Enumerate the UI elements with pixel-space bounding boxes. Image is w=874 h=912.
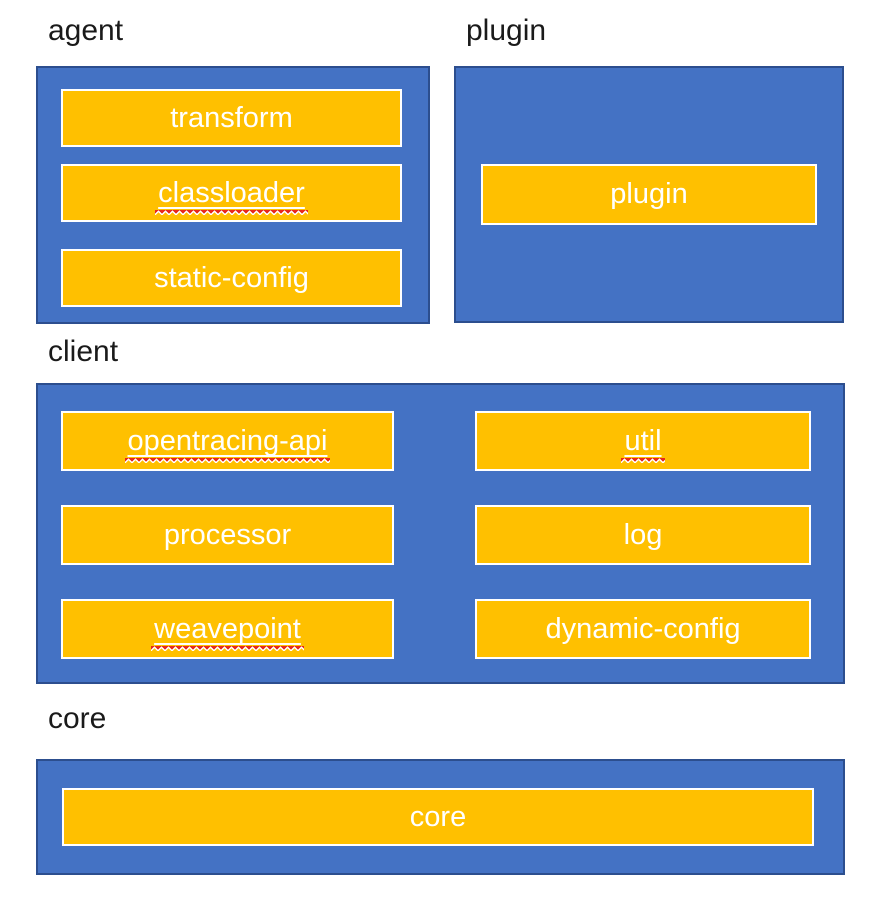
client-panel: opentracing-api processor weavepoint uti… bbox=[36, 383, 845, 684]
module-core-text: core bbox=[409, 800, 467, 833]
module-util-text: util bbox=[621, 424, 665, 463]
plugin-panel: plugin bbox=[454, 66, 844, 323]
module-dynamic-config: dynamic-config bbox=[475, 599, 811, 659]
module-processor: processor bbox=[61, 505, 394, 565]
section-label-client: client bbox=[48, 335, 119, 368]
module-transform: transform bbox=[61, 89, 402, 147]
module-opentracing-api: opentracing-api bbox=[61, 411, 394, 471]
module-weavepoint-text: weavepoint bbox=[151, 612, 304, 651]
module-log-text: log bbox=[623, 518, 663, 551]
module-util: util bbox=[475, 411, 811, 471]
section-label-agent: agent bbox=[48, 14, 124, 47]
agent-panel: transform classloader static-config bbox=[36, 66, 430, 324]
module-plugin: plugin bbox=[481, 164, 817, 225]
client-right-column: util log dynamic-config bbox=[475, 411, 811, 682]
core-panel: core bbox=[36, 759, 845, 875]
module-dynamic-config-text: dynamic-config bbox=[545, 612, 741, 645]
module-transform-text: transform bbox=[170, 101, 293, 134]
module-static-config-text: static-config bbox=[154, 261, 309, 294]
section-label-core: core bbox=[48, 702, 107, 735]
module-plugin-text: plugin bbox=[610, 178, 688, 210]
module-processor-text: processor bbox=[163, 518, 292, 551]
module-classloader: classloader bbox=[61, 164, 402, 222]
module-core: core bbox=[62, 788, 814, 846]
module-static-config: static-config bbox=[61, 249, 402, 307]
module-weavepoint: weavepoint bbox=[61, 599, 394, 659]
section-label-plugin: plugin bbox=[466, 14, 547, 47]
module-log: log bbox=[475, 505, 811, 565]
module-classloader-text: classloader bbox=[155, 176, 308, 215]
client-left-column: opentracing-api processor weavepoint bbox=[61, 411, 394, 682]
module-opentracing-api-text: opentracing-api bbox=[124, 424, 331, 463]
